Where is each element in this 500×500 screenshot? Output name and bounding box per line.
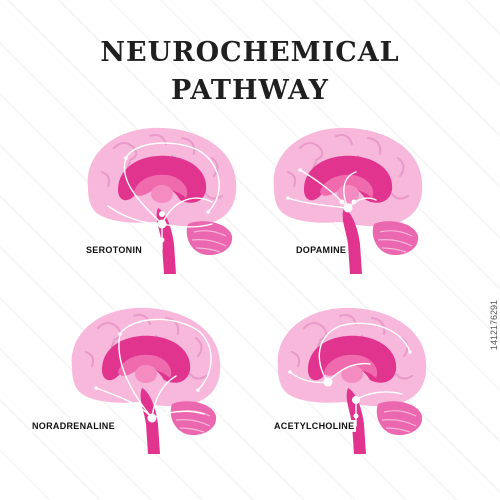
brain-panel-serotonin: SEROTONIN <box>22 112 262 282</box>
panel-label-serotonin: SEROTONIN <box>84 244 145 256</box>
brain-illustration-dopamine <box>273 127 423 274</box>
title-line-2: PATHWAY <box>171 75 329 106</box>
panel-label-noradrenaline: NORADRENALINE <box>30 420 117 432</box>
panel-label-dopamine: DOPAMINE <box>294 244 349 256</box>
brain-panel-acetylcholine: ACETYLCHOLINE <box>244 292 484 462</box>
brain-panel-dopamine: DOPAMINE <box>244 112 484 282</box>
brain-panel-noradrenaline: NORADRENALINE <box>22 292 262 462</box>
brain-illustration-acetylcholine <box>277 307 427 454</box>
brain-illustration-noradrenaline <box>71 307 221 454</box>
stock-id-text: 1412176291 <box>489 300 499 351</box>
page-title: NEUROCHEMICAL PATHWAY <box>0 34 500 110</box>
panel-label-acetylcholine: ACETYLCHOLINE <box>272 420 357 432</box>
brain-illustration-serotonin <box>87 127 237 274</box>
title-line-1: NEUROCHEMICAL <box>100 37 400 68</box>
